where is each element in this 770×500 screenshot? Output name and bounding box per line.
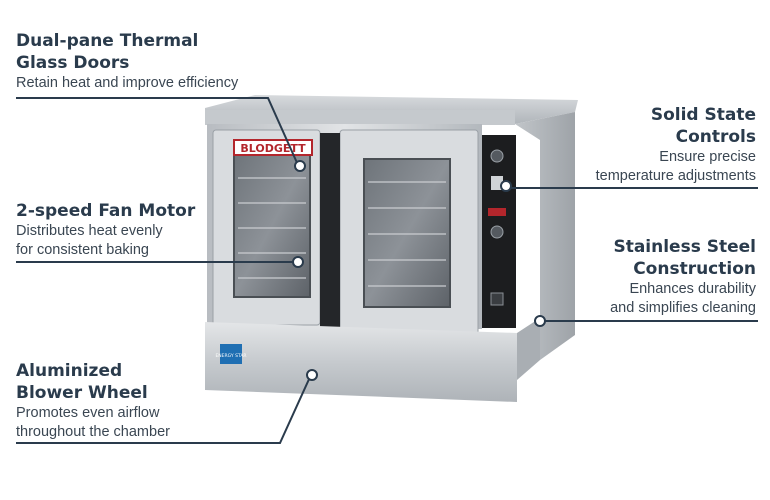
callout-construction: Stainless Steel Construction Enhances du…: [610, 236, 756, 318]
callout-controls: Solid State Controls Ensure precise temp…: [596, 104, 756, 186]
fan-motor-desc: Distributes heat evenly for consistent b…: [16, 223, 163, 258]
control-switch: [491, 176, 503, 190]
energy-star-text: ENERGY STAR: [215, 353, 246, 359]
blower-wheel-title: Aluminized Blower Wheel: [16, 361, 148, 403]
leader-blower-wheel: [16, 376, 311, 444]
controls-title: Solid State Controls: [650, 105, 756, 147]
marker-construction: [534, 315, 546, 327]
construction-title: Stainless Steel Construction: [613, 237, 756, 279]
marker-controls: [500, 180, 512, 192]
glass-doors-desc: Retain heat and improve efficiency: [16, 75, 239, 91]
oven-base: [205, 322, 517, 402]
marker-fan-motor: [292, 256, 304, 268]
control-knob-1: [490, 149, 504, 163]
right-door-window: [363, 158, 451, 308]
leader-glass-doors: [16, 97, 299, 166]
door-handle-strip: [320, 133, 340, 333]
construction-desc: Enhances durability and simplifies clean…: [610, 281, 756, 316]
callout-blower-wheel: Aluminized Blower Wheel Promotes even ai…: [16, 360, 170, 442]
oven-side-panel: [515, 112, 575, 360]
callout-fan-motor: 2-speed Fan Motor Distributes heat evenl…: [16, 200, 195, 260]
oven-top-edge: [205, 110, 515, 125]
oven-base-side: [517, 318, 540, 380]
temperature-display: [488, 208, 506, 216]
callout-glass-doors: Dual-pane Thermal Glass Doors Retain hea…: [16, 30, 238, 93]
controls-desc: Ensure precise temperature adjustments: [595, 149, 756, 184]
energy-star-badge: [220, 344, 242, 364]
marker-blower-wheel: [306, 369, 318, 381]
glass-doors-title: Dual-pane Thermal Glass Doors: [16, 31, 199, 73]
blower-wheel-desc: Promotes even airflow throughout the cha…: [16, 405, 170, 440]
marker-glass-doors: [294, 160, 306, 172]
fan-motor-title: 2-speed Fan Motor: [16, 201, 196, 221]
control-knob-2: [490, 225, 504, 239]
power-switch: [490, 292, 504, 306]
oven-racks: [238, 177, 446, 287]
